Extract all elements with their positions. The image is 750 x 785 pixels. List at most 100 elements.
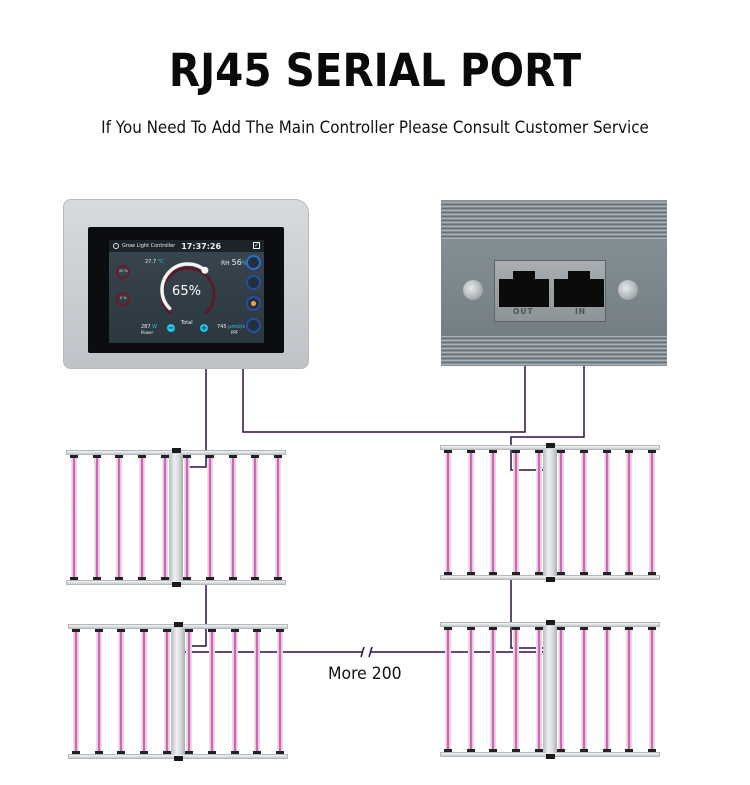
temperature-value: 27.7 (145, 259, 157, 265)
led-bar (140, 629, 148, 754)
clock-time: 17:37:26 (181, 241, 222, 251)
app-name: Grow Light Controller (122, 243, 176, 249)
rj45-port-panel: OUT IN (441, 200, 667, 366)
led-bar (512, 450, 520, 575)
led-bar (489, 450, 498, 575)
led-bar (580, 450, 588, 575)
led-bar (160, 455, 169, 580)
led-bar (625, 627, 634, 752)
mount-clip (546, 754, 555, 759)
wire-light-1-to-light-3 (190, 581, 207, 647)
center-beam (169, 454, 183, 581)
controller-bezel: Grow Light Controller 17:37:26 ✓ 65% Tot… (88, 227, 284, 353)
wire-controller-to-light-1 (185, 369, 207, 468)
wire-light-2-to-light-4 (510, 578, 545, 649)
wire-port-in-to-light-2 (510, 306, 585, 471)
port-label-in: IN (575, 307, 587, 316)
ppf-label: PPF (231, 330, 239, 335)
led-bar (72, 629, 80, 754)
led-bar (208, 629, 216, 754)
led-bar (602, 450, 611, 575)
center-beam (543, 449, 557, 576)
led-bar (466, 627, 475, 752)
led-bar (648, 450, 656, 575)
led-bar (625, 450, 634, 575)
screw-icon (618, 280, 638, 300)
humidity-readout: RH 56% (221, 258, 248, 267)
led-bar (512, 627, 520, 752)
humidity-value: 56 (231, 258, 242, 267)
grow-light-4 (440, 620, 660, 760)
rise-gauge-value: 50 % (119, 269, 128, 273)
led-bar (534, 450, 543, 575)
dial-label: Total (181, 320, 193, 326)
alarm-clock-icon[interactable] (246, 255, 261, 270)
led-bar (162, 629, 171, 754)
led-bar (253, 629, 262, 754)
led-bar (489, 627, 498, 752)
center-beam (543, 626, 557, 753)
checkbox-checked-icon[interactable]: ✓ (253, 242, 260, 249)
led-bar (185, 629, 194, 754)
dial-fill (160, 262, 207, 311)
led-bar (444, 627, 452, 752)
main-controller: Grow Light Controller 17:37:26 ✓ 65% Tot… (63, 199, 309, 369)
timer-icon[interactable] (246, 275, 261, 290)
controller-screen: Grow Light Controller 17:37:26 ✓ 65% Tot… (109, 240, 264, 343)
intensity-dial[interactable] (159, 256, 217, 320)
power-unit: W (152, 324, 158, 330)
mount-clip (174, 756, 183, 761)
ppf-readout: 745 μmol/s PPF (217, 324, 245, 335)
led-bar (444, 450, 452, 575)
chain-break-mark-1 (360, 646, 365, 658)
minus-button[interactable]: − (167, 324, 175, 332)
dim-gauge[interactable]: 0 % (116, 292, 130, 306)
led-bar (206, 455, 214, 580)
led-bar (92, 455, 101, 580)
humidity-unit: % (241, 260, 248, 267)
led-bar (94, 629, 103, 754)
grow-light-1 (66, 448, 286, 588)
dial-value: 65% (172, 284, 201, 299)
led-bar (70, 455, 78, 580)
ppf-unit: μmol/s (228, 324, 245, 330)
led-bar (228, 455, 237, 580)
rj45-in-jack[interactable] (554, 271, 604, 307)
led-bar (230, 629, 239, 754)
dial-knob (201, 266, 209, 274)
led-bar (251, 455, 260, 580)
temperature-readout: 27.7 °C (145, 259, 164, 265)
led-bar (648, 627, 656, 752)
ppf-value: 745 (217, 324, 227, 330)
heatsink-ribs-bottom (441, 336, 667, 366)
chain-count-label: More 200 (328, 664, 402, 684)
page-subtitle: If You Need To Add The Main Controller P… (101, 118, 649, 138)
gear-icon[interactable] (113, 243, 119, 249)
port-plate: OUT IN (494, 260, 606, 322)
mount-clip (546, 577, 555, 582)
rise-gauge[interactable]: 50 % (116, 265, 130, 279)
wire-controller-to-port-out (242, 306, 526, 433)
screen-header: Grow Light Controller 17:37:26 ✓ (109, 240, 264, 252)
power-value: 287 (141, 324, 151, 330)
led-bar (115, 455, 124, 580)
temperature-unit: °C (157, 259, 164, 265)
led-bar (557, 450, 566, 575)
led-bar (117, 629, 126, 754)
plus-button[interactable]: + (200, 324, 208, 332)
screw-icon (463, 280, 483, 300)
chain-break-mark-2 (368, 646, 373, 658)
port-label-out: OUT (513, 307, 534, 316)
mount-clip (172, 448, 181, 453)
dim-gauge-value: 0 % (120, 296, 127, 300)
led-bar (602, 627, 611, 752)
heatsink-ribs-top (441, 202, 667, 240)
mount-clip (174, 622, 183, 627)
grow-light-3 (68, 622, 288, 762)
rj45-out-jack[interactable] (499, 271, 549, 307)
sunrise-icon[interactable] (246, 296, 261, 311)
mount-clip (546, 620, 555, 625)
settings-icon[interactable] (246, 318, 261, 333)
mount-clip (546, 443, 555, 448)
power-label: Power (141, 330, 154, 335)
